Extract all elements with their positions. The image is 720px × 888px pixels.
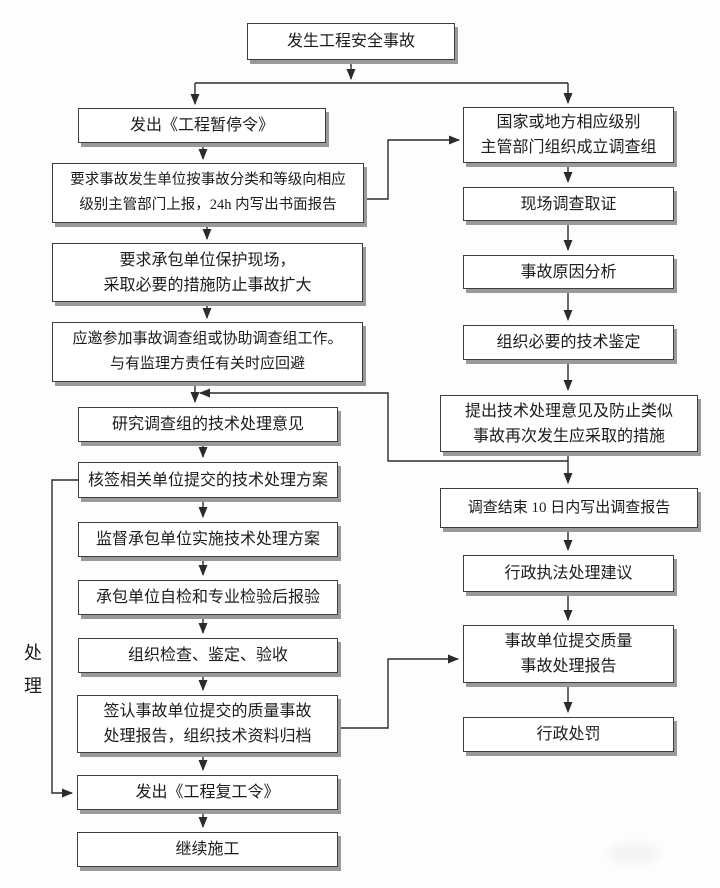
node-accident-occurs: 发生工程安全事故	[247, 23, 455, 60]
node-enforcement-suggestion-label: 行政执法处理建议	[504, 565, 633, 582]
node-authority-investigation-team: 国家或地方相应级别 主管部门组织成立调查组	[463, 107, 674, 163]
node-issue-resume-order-label: 发出《工程复工令》	[135, 784, 280, 801]
node-technical-appraisal-label: 组织必要的技术鉴定	[496, 334, 641, 351]
node-submit-quality-report-label: 事故单位提交质量 事故处理报告	[504, 633, 633, 675]
node-issue-stop-order-label: 发出《工程暂停令》	[129, 117, 274, 134]
edge-l6-l11-loop	[51, 479, 78, 798]
node-study-technical-opinion-label: 研究调查组的技术处理意见	[111, 416, 304, 433]
node-cause-analysis: 事故原因分析	[463, 255, 674, 289]
node-cause-analysis-label: 事故原因分析	[520, 263, 617, 281]
node-study-technical-opinion: 研究调查组的技术处理意见	[78, 407, 338, 442]
node-protect-site: 要求承包单位保护现场， 采取必要的措施防止事故扩大	[52, 243, 363, 302]
edge-l10-r8	[338, 654, 459, 729]
node-sign-quality-report-label: 签认事故单位提交的质量事故 处理报告，组织技术资料归档	[103, 703, 312, 745]
node-continue-construction: 继续施工	[77, 832, 338, 867]
edge-r5-l5-feedback	[199, 388, 568, 462]
node-accident-occurs-label: 发生工程安全事故	[286, 33, 415, 50]
node-sign-quality-report: 签认事故单位提交的质量事故 处理报告，组织技术资料归档	[77, 695, 338, 753]
node-contractor-self-inspection: 承包单位自检和专业检验后报验	[78, 580, 338, 615]
node-contractor-self-inspection-label: 承包单位自检和专业检验后报验	[95, 589, 320, 606]
node-enforcement-suggestion: 行政执法处理建议	[463, 555, 674, 592]
node-propose-measures: 提出技术处理意见及防止类似 事故再次发生应采取的措施	[440, 395, 698, 452]
edge-l2-r1	[364, 135, 460, 200]
node-supervise-implementation: 监督承包单位实施技术处理方案	[78, 522, 338, 557]
node-issue-stop-order: 发出《工程暂停令》	[78, 108, 326, 143]
node-submit-quality-report: 事故单位提交质量 事故处理报告	[463, 625, 674, 683]
node-administrative-penalty-label: 行政处罚	[536, 726, 601, 743]
node-organize-inspection: 组织检查、鉴定、验收	[78, 638, 338, 673]
node-propose-measures-label: 提出技术处理意见及防止类似 事故再次发生应采取的措施	[464, 402, 673, 445]
node-issue-resume-order: 发出《工程复工令》	[77, 775, 338, 810]
node-supervise-implementation-label: 监督承包单位实施技术处理方案	[95, 531, 320, 548]
node-protect-site-label: 要求承包单位保护现场， 采取必要的措施防止事故扩大	[103, 251, 312, 294]
node-report-to-authority-label: 要求事故发生单位按事故分类和等级向相应 级别主管部门上报，24h 内写出书面报告	[70, 172, 346, 213]
node-continue-construction-label: 继续施工	[175, 841, 240, 858]
node-countersign-technical-plan-label: 核签相关单位提交的技术处理方案	[87, 471, 328, 489]
node-countersign-technical-plan: 核签相关单位提交的技术处理方案	[78, 462, 338, 498]
node-site-evidence-collection: 现场调查取证	[463, 187, 674, 221]
node-administrative-penalty: 行政处罚	[463, 717, 674, 752]
node-investigation-report-label: 调查结束 10 日内写出调查报告	[467, 499, 671, 516]
node-report-to-authority: 要求事故发生单位按事故分类和等级向相应 级别主管部门上报，24h 内写出书面报告	[52, 163, 364, 223]
node-join-investigation-team-label: 应邀参加事故调查组或协助调查组工作。 与有监理方责任有关时应回避	[72, 331, 343, 372]
node-authority-investigation-team-label: 国家或地方相应级别 主管部门组织成立调查组	[480, 114, 657, 156]
handling-phase-label: 处 理	[24, 643, 42, 696]
node-organize-inspection-label: 组织检查、鉴定、验收	[127, 647, 288, 664]
node-investigation-report: 调查结束 10 日内写出调查报告	[440, 488, 698, 528]
node-join-investigation-team: 应邀参加事故调查组或协助调查组工作。 与有监理方责任有关时应回避	[52, 322, 363, 382]
watermark-smudge	[608, 843, 660, 865]
node-site-evidence-collection-label: 现场调查取证	[520, 195, 617, 213]
node-technical-appraisal: 组织必要的技术鉴定	[463, 325, 674, 360]
